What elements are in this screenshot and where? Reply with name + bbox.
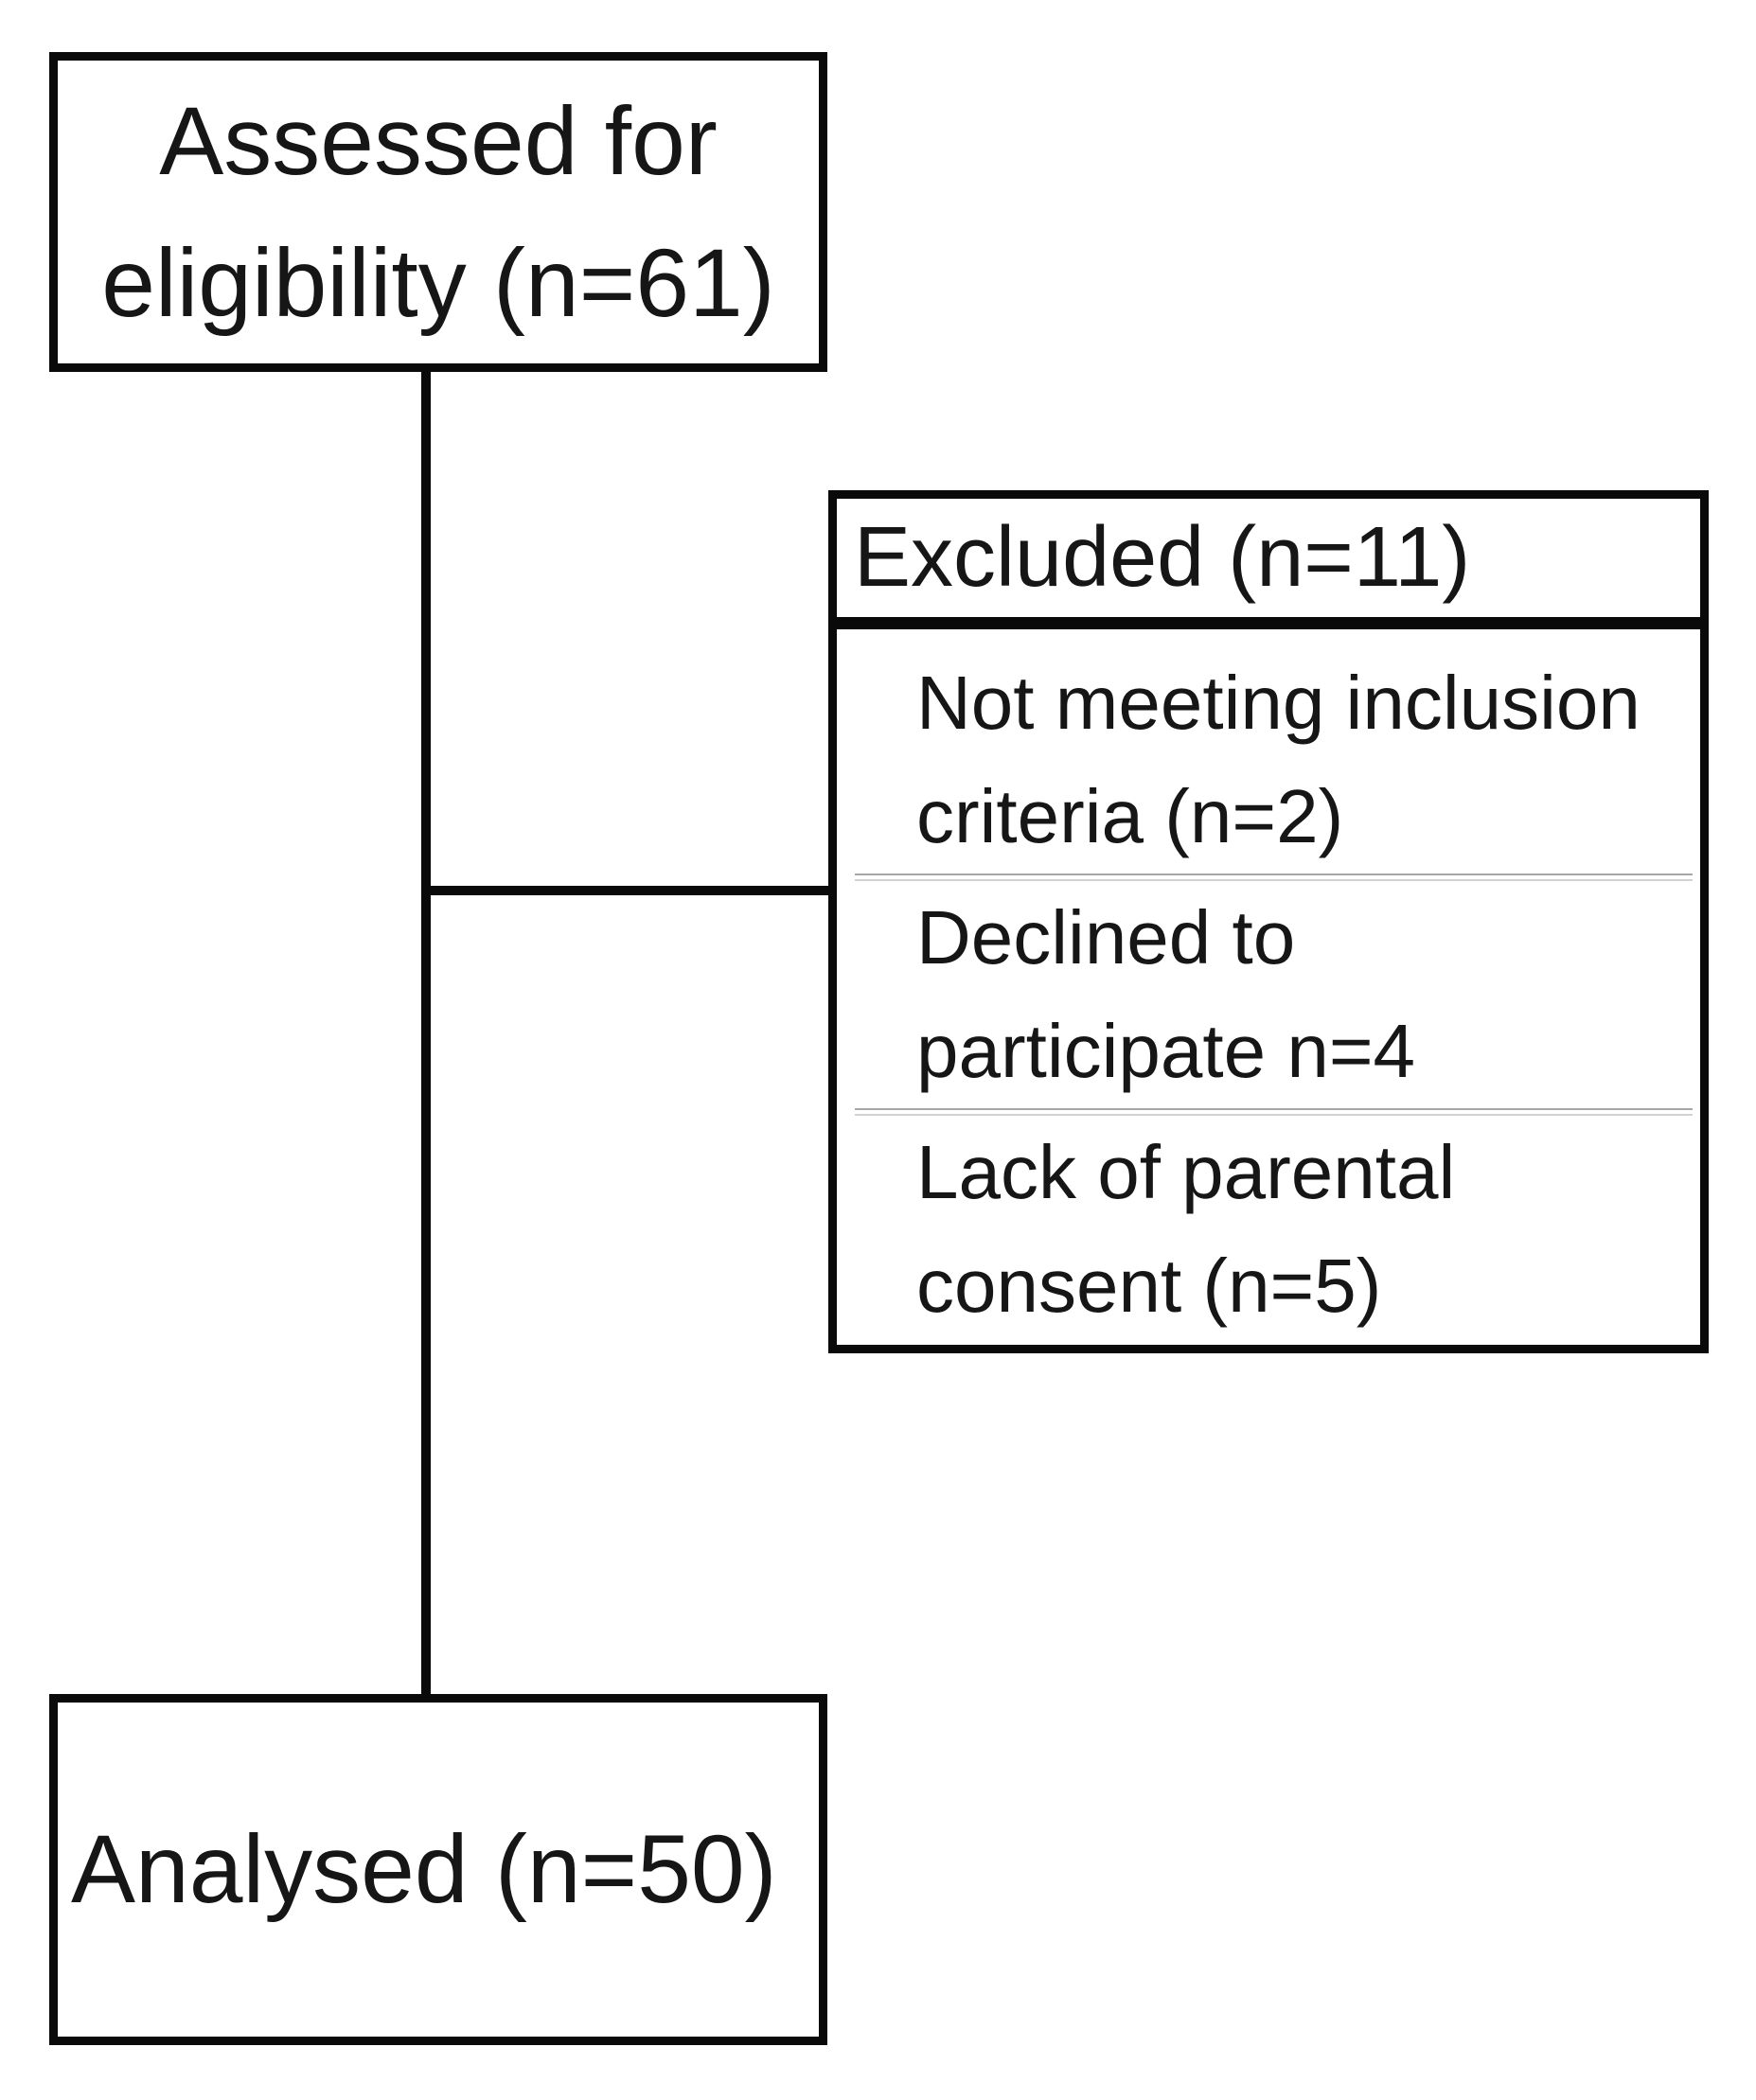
excluded-header: Excluded (n=11) [837,499,1700,629]
excluded-item-3-line-2: consent (n=5) [916,1244,1382,1328]
excluded-item-1-line-2: criteria (n=2) [916,774,1344,858]
connector-vertical-line [421,369,431,1696]
analysed-label: Analysed (n=50) [71,1815,777,1923]
excluded-box: Excluded (n=11) Not meeting inclusion cr… [828,490,1709,1353]
excluded-item-not-meeting-criteria: Not meeting inclusion criteria (n=2) [855,646,1693,874]
assessed-label-line-1: Assessed for [159,87,718,195]
assessed-label-line-2: eligibility (n=61) [101,229,775,337]
excluded-item-2-line-1: Declined to [916,895,1296,979]
excluded-item-1-line-1: Not meeting inclusion [916,661,1641,745]
assessed-for-eligibility-box: Assessed for eligibility (n=61) [49,52,827,372]
connector-horizontal-branch-line [426,886,833,895]
analysed-box: Analysed (n=50) [49,1694,827,2045]
excluded-item-declined-to-participate: Declined to participate n=4 [855,881,1693,1108]
excluded-item-2-line-2: participate n=4 [916,1009,1416,1093]
excluded-item-3-line-1: Lack of parental [916,1130,1456,1214]
item-separator [855,1108,1693,1116]
excluded-item-lack-of-parental-consent: Lack of parental consent (n=5) [855,1116,1693,1343]
excluded-reasons-list: Not meeting inclusion criteria (n=2) Dec… [837,629,1700,1343]
item-separator [855,874,1693,881]
